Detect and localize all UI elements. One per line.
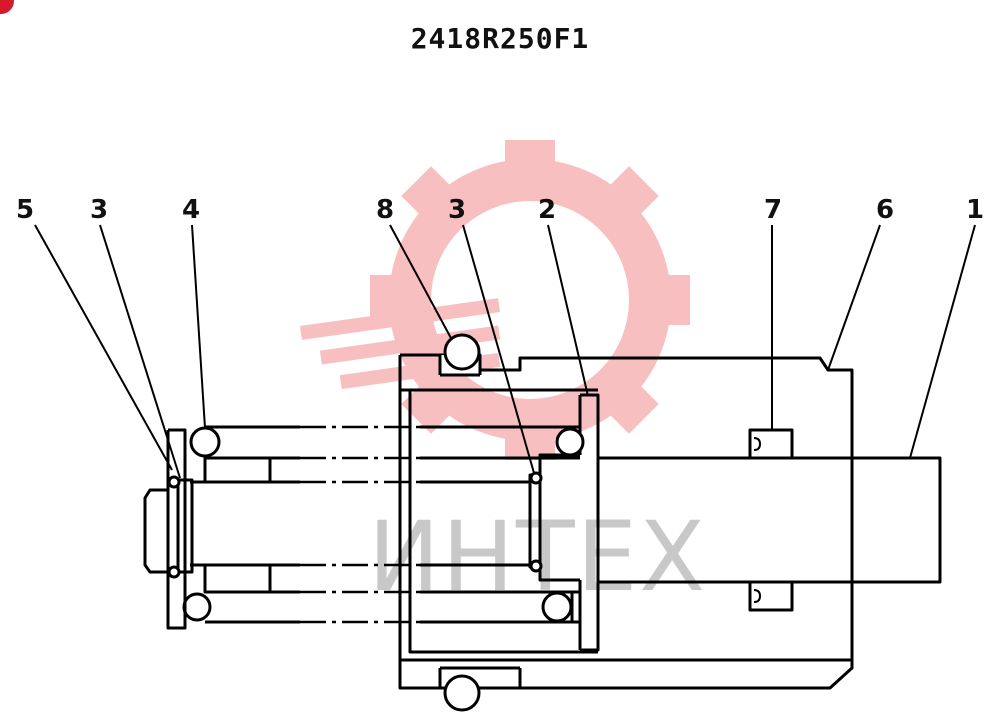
seal-part-7 bbox=[748, 428, 794, 612]
part-number-title: 2418R250F1 bbox=[410, 22, 590, 55]
housing-part-6 bbox=[398, 353, 854, 690]
callout-8: 8 bbox=[376, 195, 394, 225]
callout-6: 6 bbox=[876, 195, 894, 225]
callout-7: 7 bbox=[764, 195, 782, 225]
callout-2: 2 bbox=[538, 195, 556, 225]
callout-labels: 5 3 4 8 3 2 7 6 1 bbox=[16, 195, 984, 225]
inner-bore bbox=[190, 456, 542, 594]
end-cap-part-5 bbox=[143, 428, 543, 630]
callout-1: 1 bbox=[966, 195, 984, 225]
callout-5: 5 bbox=[16, 195, 34, 225]
callout-3-right: 3 bbox=[448, 195, 466, 225]
o-ring-part-8 bbox=[443, 333, 481, 712]
leader-lines bbox=[34, 224, 976, 479]
watermark-gear-icon bbox=[299, 140, 690, 460]
callout-4: 4 bbox=[182, 195, 200, 225]
watermark-text: ИНТЕХ bbox=[368, 501, 707, 613]
callout-3-left: 3 bbox=[90, 195, 108, 225]
o-ring-part-4 bbox=[182, 426, 585, 624]
